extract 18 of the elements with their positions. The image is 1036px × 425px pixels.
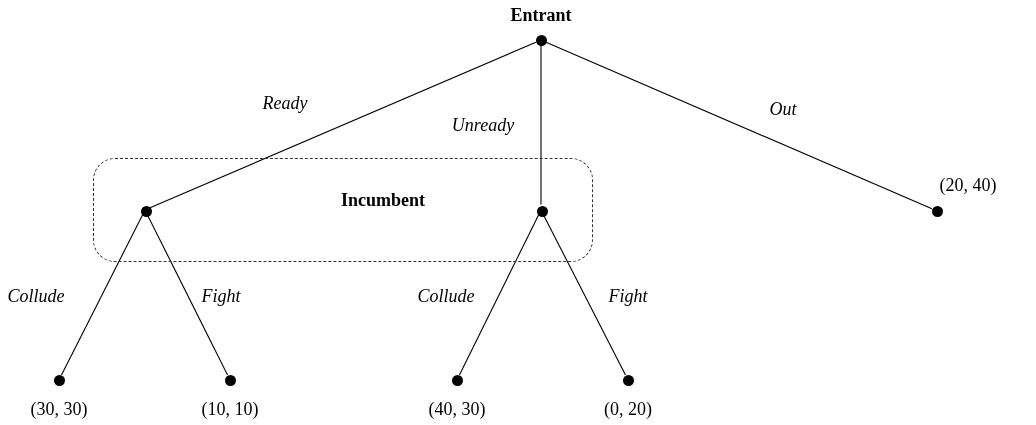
branch-line <box>540 44 542 206</box>
payoff-label: (40, 30) <box>428 399 486 420</box>
branch-line <box>542 214 627 376</box>
information-set-box <box>93 158 593 262</box>
payoff-label: (0, 20) <box>604 399 652 420</box>
branch-line <box>458 214 540 376</box>
payoff-label: (20, 40) <box>939 175 997 196</box>
branch-line <box>545 41 933 210</box>
player-label: Incumbent <box>341 190 425 211</box>
payoff-label: (30, 30) <box>30 399 88 420</box>
branch-line <box>146 214 229 376</box>
player-label: Entrant <box>510 5 572 26</box>
edge-label: Fight <box>199 286 243 307</box>
branch-line <box>60 214 144 376</box>
edge-label: Fight <box>606 286 650 307</box>
branch-line <box>149 41 537 209</box>
payoff-label: (10, 10) <box>201 399 259 420</box>
edge-label: Ready <box>260 93 310 114</box>
